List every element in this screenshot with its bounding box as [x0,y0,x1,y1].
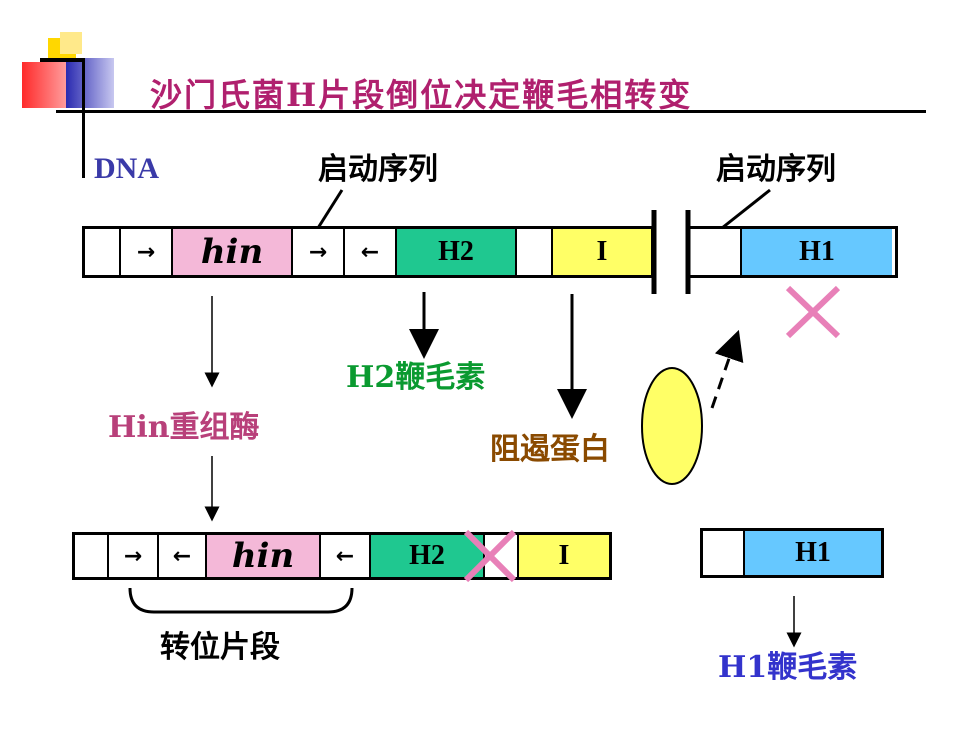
h2-gene-box-bottom: H2 [371,535,485,577]
promoter-label-right: 启动序列 [716,152,836,187]
promoter-pointer-left [316,189,344,229]
invertible-segment-label: 转位片段 [160,630,280,665]
dna-strip-top-right: H1 [688,226,898,278]
right-arrow-bottom: → [109,535,159,577]
right-arrow-1: → [121,229,173,275]
hin-recombinase-label: Hin重组酶 [108,410,260,445]
repressor-label: 阻遏蛋白 [490,432,610,467]
promoter-label-left: 启动序列 [318,152,438,187]
h1-gene-box-bottom: H1 [745,531,881,575]
strip-blank-start [85,229,121,275]
strip-blank-h1-bottom [703,531,745,575]
strip-blank-h1 [688,229,742,275]
h1-gene-box: H1 [742,229,892,275]
strip-blank-mid-bottom [485,535,519,577]
h2-gene-box: H2 [397,229,517,275]
hin-gene-box-bottom: hin [207,535,321,577]
dna-strip-bottom-right: H1 [700,528,884,578]
dna-label: DNA [94,152,159,185]
i-gene-box-bottom: I [519,535,609,577]
promoter-pointer-right [721,188,771,230]
corner-decoration [0,0,926,178]
cross-mark-h1 [785,285,841,339]
invertible-segment-bracket [128,587,354,614]
page-title: 沙门氏菌H片段倒位决定鞭毛相转变 [150,76,693,114]
cross-mark-bottom [463,529,517,583]
hin-gene-box: hin [173,229,293,275]
strip-blank-start-bottom [75,535,109,577]
h1-flagellin-label: H1鞭毛素 [718,650,858,685]
repressor-protein-shape [641,367,703,485]
right-arrow-2: → [293,229,345,275]
arrow-repressor-to-h1 [710,329,744,409]
dna-strip-bottom: → ← hin ← H2 I [72,532,612,580]
left-arrow-bottom-2: ← [321,535,371,577]
left-arrow-bottom-1: ← [159,535,207,577]
dna-strip-top: → hin → ← H2 I [82,226,654,278]
strip-blank-mid [517,229,553,275]
h2-flagellin-label: H2鞭毛素 [346,360,486,395]
left-arrow-1: ← [345,229,397,275]
i-gene-box: I [553,229,651,275]
